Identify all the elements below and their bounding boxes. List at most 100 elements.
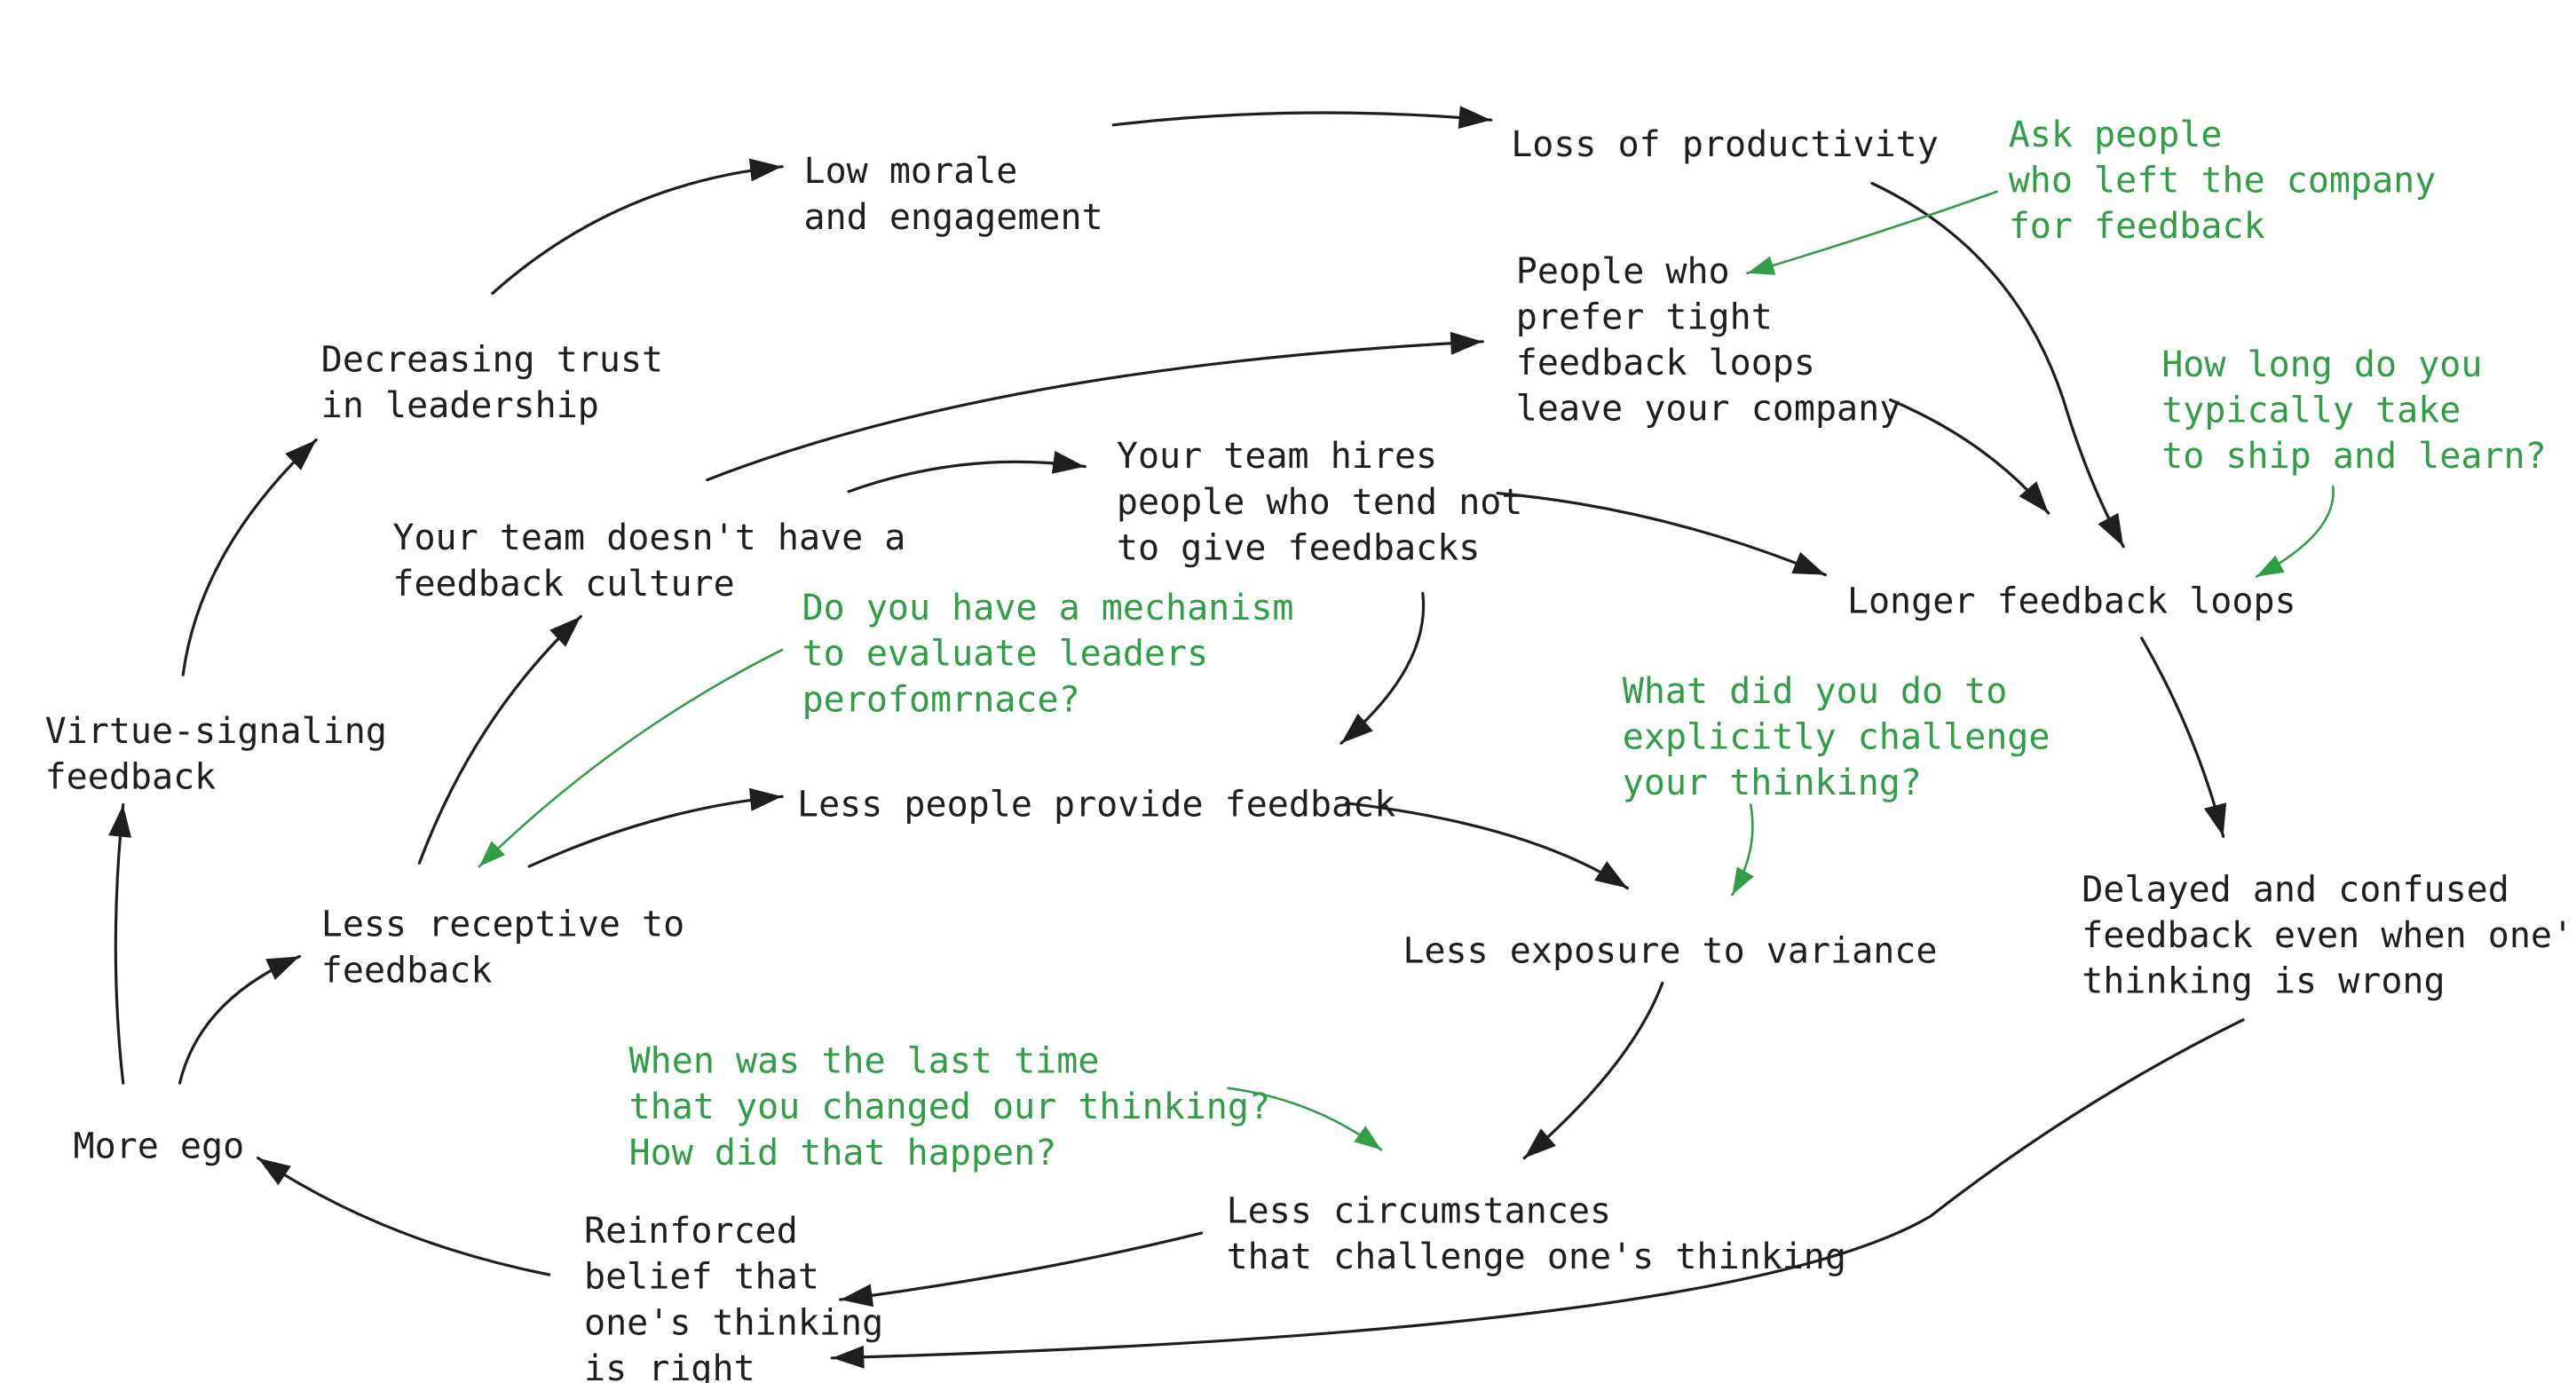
edge-hires-to-lesspeople-line (1339, 591, 1426, 745)
edge-culture-to-tight-line (706, 340, 1484, 482)
edge-mechanism-to-receptive-line (478, 648, 784, 868)
question-mechanism-line-3: perofomrnace? (802, 679, 1080, 720)
edge-ego-to-receptive (178, 954, 301, 1085)
question-mechanism-line-2: to evaluate leaders (802, 634, 1209, 675)
node-virtue-signaling-line-2: feedback (45, 757, 217, 798)
node-virtue-signaling-line-1: Virtue-signaling (45, 711, 387, 752)
edge-receptive-to-lesspeople-line (527, 794, 784, 868)
edge-morale-to-productivity-line (1111, 111, 1493, 127)
edge-virtue-to-trust-line (181, 439, 318, 676)
arrowhead (1732, 866, 1754, 895)
edge-circumstances-to-reinforced-line (839, 1231, 1204, 1301)
edge-trust-to-morale-line (491, 165, 784, 295)
arrowhead (1594, 861, 1628, 889)
node-no-feedback-culture-line-2: feedback culture (392, 564, 734, 605)
node-delayed-confused-line-3: thinking is wrong (2082, 961, 2445, 1002)
edge-virtue-to-trust (181, 439, 318, 676)
edge-receptive-to-lesspeople (527, 787, 784, 868)
arrowhead (1051, 450, 1086, 474)
edge-productivity-to-longer (1870, 181, 2125, 549)
question-when-last: When was the last time that you changed o… (629, 1041, 1270, 1174)
edge-lesspeople-to-exposure (1345, 802, 1629, 890)
edge-ego-to-virtue (108, 803, 131, 1085)
node-low-morale: Low morale and engagement (804, 151, 1103, 238)
arrowhead (832, 1345, 865, 1369)
edge-hires-to-longer-line (1496, 492, 1828, 577)
node-less-receptive-line-2: feedback (321, 950, 493, 991)
arrowhead (549, 616, 581, 647)
arrowhead (840, 1284, 874, 1308)
node-people-prefer-tight-line-1: People who (1516, 251, 1730, 292)
edge-howlong-to-longer-line (2255, 485, 2335, 578)
arrowhead (1341, 713, 1373, 744)
edge-hires-to-longer (1496, 492, 1828, 577)
node-less-circumstances-line-1: Less circumstances (1227, 1191, 1611, 1232)
arrowhead (108, 804, 131, 838)
node-people-prefer-tight-line-3: feedback loops (1516, 343, 1815, 383)
node-loss-productivity-line-1: Loss of productivity (1511, 124, 1939, 165)
question-mechanism-line-1: Do you have a mechanism (802, 588, 1294, 628)
node-low-morale-line-2: and engagement (804, 197, 1103, 238)
edges (108, 106, 2335, 1369)
edge-ego-to-receptive-line (178, 954, 301, 1085)
arrowhead (1450, 331, 1483, 355)
node-decreasing-trust-line-2: in leadership (321, 385, 599, 426)
node-delayed-confused-line-1: Delayed and confused (2082, 869, 2509, 910)
question-what-did-you-line-1: What did you do to (1623, 671, 2007, 712)
edge-hires-to-lesspeople (1339, 591, 1426, 745)
edge-whatdid-to-exposure (1731, 803, 1754, 897)
edge-receptive-to-culture (417, 614, 582, 865)
node-team-hires-line-2: people who tend not (1117, 482, 1523, 523)
edge-ask-to-tight (1746, 190, 1998, 275)
edge-tight-to-longer (1889, 398, 2051, 515)
edge-reinforced-to-ego-line (257, 1157, 551, 1276)
arrowhead (1354, 1126, 1381, 1150)
question-when-last-line-2: that you changed our thinking? (629, 1087, 1270, 1127)
question-when-last-line-3: How did that happen? (629, 1133, 1057, 1174)
node-team-hires-line-1: Your team hires (1117, 436, 1437, 477)
edge-mechanism-to-receptive (478, 648, 784, 868)
node-no-feedback-culture-line-1: Your team doesn't have a (392, 518, 905, 558)
node-no-feedback-culture: Your team doesn't have a feedback cultur… (392, 518, 905, 605)
arrowhead (2203, 802, 2227, 837)
node-decreasing-trust-line-1: Decreasing trust (321, 339, 663, 380)
arrowhead (1747, 256, 1776, 275)
edge-culture-to-tight (706, 331, 1484, 482)
question-how-long-line-3: to ship and learn? (2161, 436, 2546, 477)
arrowhead (1458, 106, 1491, 130)
node-loss-productivity: Loss of productivity (1511, 124, 1939, 165)
arrowhead (749, 787, 783, 811)
question-what-did-you-line-3: your thinking? (1623, 763, 1922, 803)
arrowhead (2019, 481, 2049, 514)
edge-trust-to-morale (491, 158, 784, 295)
node-reinforced-belief-line-3: one's thinking (584, 1302, 883, 1343)
question-when-last-line-1: When was the last time (629, 1041, 1100, 1082)
node-less-exposure-line-1: Less exposure to variance (1403, 931, 1937, 972)
edge-culture-to-hires (847, 450, 1087, 494)
edge-howlong-to-longer (2255, 485, 2335, 578)
node-reinforced-belief-line-2: belief that (584, 1257, 819, 1298)
node-less-receptive-line-1: Less receptive to (321, 905, 684, 945)
node-longer-loops: Longer feedback loops (1847, 581, 2296, 622)
arrowhead (257, 1158, 291, 1186)
arrowhead (748, 158, 783, 182)
edge-morale-to-productivity (1111, 106, 1493, 130)
question-mechanism: Do you have a mechanism to evaluate leade… (802, 588, 1294, 720)
edge-exposure-to-circumstances (1522, 981, 1664, 1160)
node-virtue-signaling: Virtue-signaling feedback (45, 711, 387, 798)
arrowhead (478, 841, 506, 867)
node-less-people-feedback: Less people provide feedback (797, 785, 1395, 826)
node-team-hires-line-3: to give feedbacks (1117, 527, 1480, 568)
node-less-exposure: Less exposure to variance (1403, 931, 1937, 972)
arrowhead (285, 439, 317, 470)
question-ask-people-line-3: for feedback (2009, 206, 2265, 247)
node-delayed-confused-line-2: feedback even when one's (2082, 915, 2576, 956)
arrowhead (2098, 512, 2124, 547)
node-low-morale-line-1: Low morale (804, 151, 1018, 192)
